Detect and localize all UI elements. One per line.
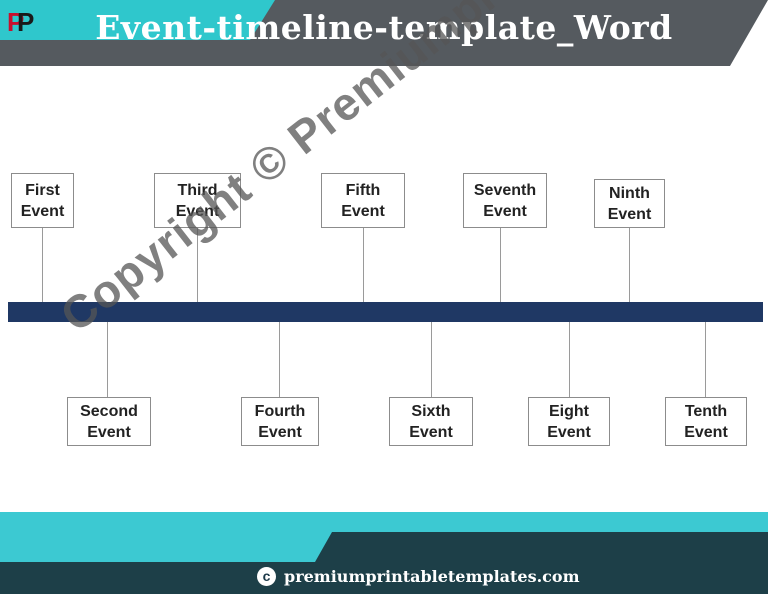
event-label: Event: [409, 423, 453, 441]
connector-line: [107, 322, 108, 397]
event-label: Second: [80, 402, 138, 420]
event-label: Fifth: [345, 181, 381, 199]
footer-site-link[interactable]: premiumprintabletemplates.com: [284, 567, 580, 586]
svg-text:P: P: [7, 7, 24, 37]
event-label: Event: [483, 202, 527, 220]
logo-icon: P P: [4, 4, 38, 38]
footer-banner: [0, 512, 768, 594]
connector-line: [431, 322, 432, 397]
event-label: Eight: [548, 402, 589, 420]
connector-line: [363, 228, 364, 302]
event-label: Tenth: [684, 402, 728, 420]
event-label: Event: [258, 423, 302, 441]
connector-line: [279, 322, 280, 397]
event-label: Third: [177, 181, 218, 199]
event-label: Sixth: [411, 402, 451, 420]
timeline-bar: [8, 302, 763, 322]
page-title: Event-timeline-template_Word: [95, 8, 673, 47]
event-label: Fourth: [254, 402, 306, 420]
event-label: Event: [20, 202, 65, 220]
event-label: Event: [87, 423, 131, 441]
event-label: Event: [341, 202, 385, 220]
event-label: Ninth: [609, 184, 650, 202]
connector-line: [500, 227, 501, 302]
event-label: Event: [175, 202, 220, 220]
event-label: Event: [547, 423, 591, 441]
connector-line: [629, 226, 630, 302]
event-label: Event: [607, 205, 652, 223]
connector-line: [569, 322, 570, 397]
connector-line: [42, 227, 43, 302]
copyright-icon: c: [257, 567, 276, 586]
event-label: Event: [684, 423, 728, 441]
svg-text:P: P: [17, 7, 34, 37]
connector-line: [197, 227, 198, 302]
event-label: First: [25, 181, 60, 199]
connector-line: [705, 322, 706, 397]
header-banner: [0, 0, 768, 66]
event-label: Seventh: [473, 181, 537, 199]
